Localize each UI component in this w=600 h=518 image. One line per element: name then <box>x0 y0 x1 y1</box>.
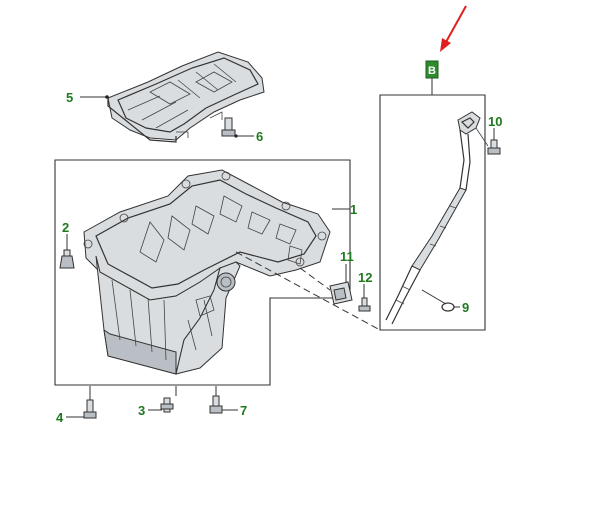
callout-7: 7 <box>240 403 247 418</box>
bolt-4 <box>83 386 97 419</box>
leader-9 <box>421 289 460 308</box>
callout-1: 1 <box>350 202 357 217</box>
red-arrow-icon <box>440 5 467 52</box>
o-ring-9 <box>441 302 455 312</box>
oil-dipstick <box>385 111 481 325</box>
callout-5: 5 <box>66 90 73 105</box>
callout-3: 3 <box>138 403 145 418</box>
bolt-6 <box>221 117 236 137</box>
oil-baffle-plate <box>107 51 265 143</box>
callout-10: 10 <box>488 114 502 129</box>
oil-pan-group-frame <box>54 159 351 386</box>
bolt-3 <box>160 386 177 413</box>
badge-b-icon: B <box>425 60 439 79</box>
oil-level-sensor-11 <box>329 281 353 305</box>
bolt-7 <box>209 386 223 414</box>
callout-2: 2 <box>62 220 69 235</box>
leader-5 <box>80 95 109 99</box>
bolt-10 <box>487 139 501 155</box>
alignment-dashed-line-2 <box>299 267 331 291</box>
drain-plug-2 <box>59 249 75 269</box>
callout-6: 6 <box>256 129 263 144</box>
dipstick-group-frame <box>379 94 486 331</box>
oil-pan <box>83 169 331 375</box>
alignment-dashed-line <box>235 251 381 331</box>
svg-text:B: B <box>428 65 436 77</box>
callout-11: 11 <box>340 249 354 264</box>
callout-4: 4 <box>56 410 64 425</box>
leader-6 <box>234 134 254 138</box>
callout-12: 12 <box>358 270 372 285</box>
bolt-12 <box>358 297 371 312</box>
callout-9: 9 <box>462 300 469 315</box>
